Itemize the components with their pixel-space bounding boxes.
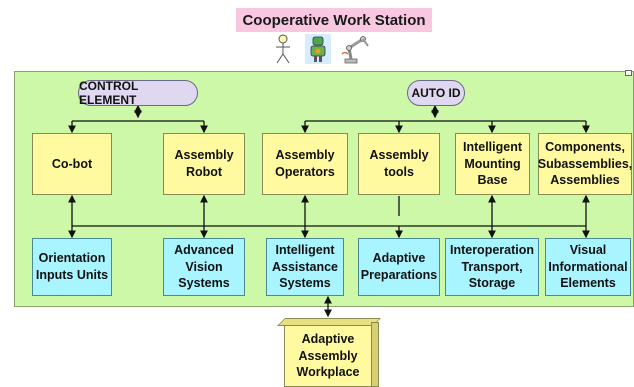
intelligent-mounting-base-box: Intelligent Mounting Base <box>455 133 530 195</box>
diagram-title: Cooperative Work Station <box>236 8 432 32</box>
intelligent-assistance-box: Intelligent Assistance Systems <box>266 238 344 296</box>
robot-arm-icon <box>338 34 374 64</box>
assembly-operators-box: Assembly Operators <box>262 133 348 195</box>
adaptive-preparations-box: Adaptive Preparations <box>358 238 440 296</box>
robot-icon <box>303 34 333 64</box>
stick-figure-icon <box>270 34 296 64</box>
visual-informational-box: Visual Informational Elements <box>545 238 631 296</box>
adaptive-assembly-workplace-box: Adaptive Assembly Workplace <box>284 325 372 387</box>
interoperation-transport-box: Interoperation Transport, Storage <box>445 238 539 296</box>
assembly-tools-box: Assembly tools <box>358 133 440 195</box>
components-box: Components, Subassemblies, Assemblies <box>538 133 632 195</box>
assembly-robot-box: Assembly Robot <box>163 133 245 195</box>
co-bot-box: Co-bot <box>32 133 112 195</box>
corner-marker <box>625 70 632 76</box>
control-element-pill: CONTROL ELEMENT <box>78 79 198 107</box>
advanced-vision-box: Advanced Vision Systems <box>163 238 245 296</box>
workplace-box-side <box>371 322 379 387</box>
orientation-inputs-box: Orientation Inputs Units <box>32 238 112 296</box>
auto-id-pill: AUTO ID <box>407 80 465 106</box>
